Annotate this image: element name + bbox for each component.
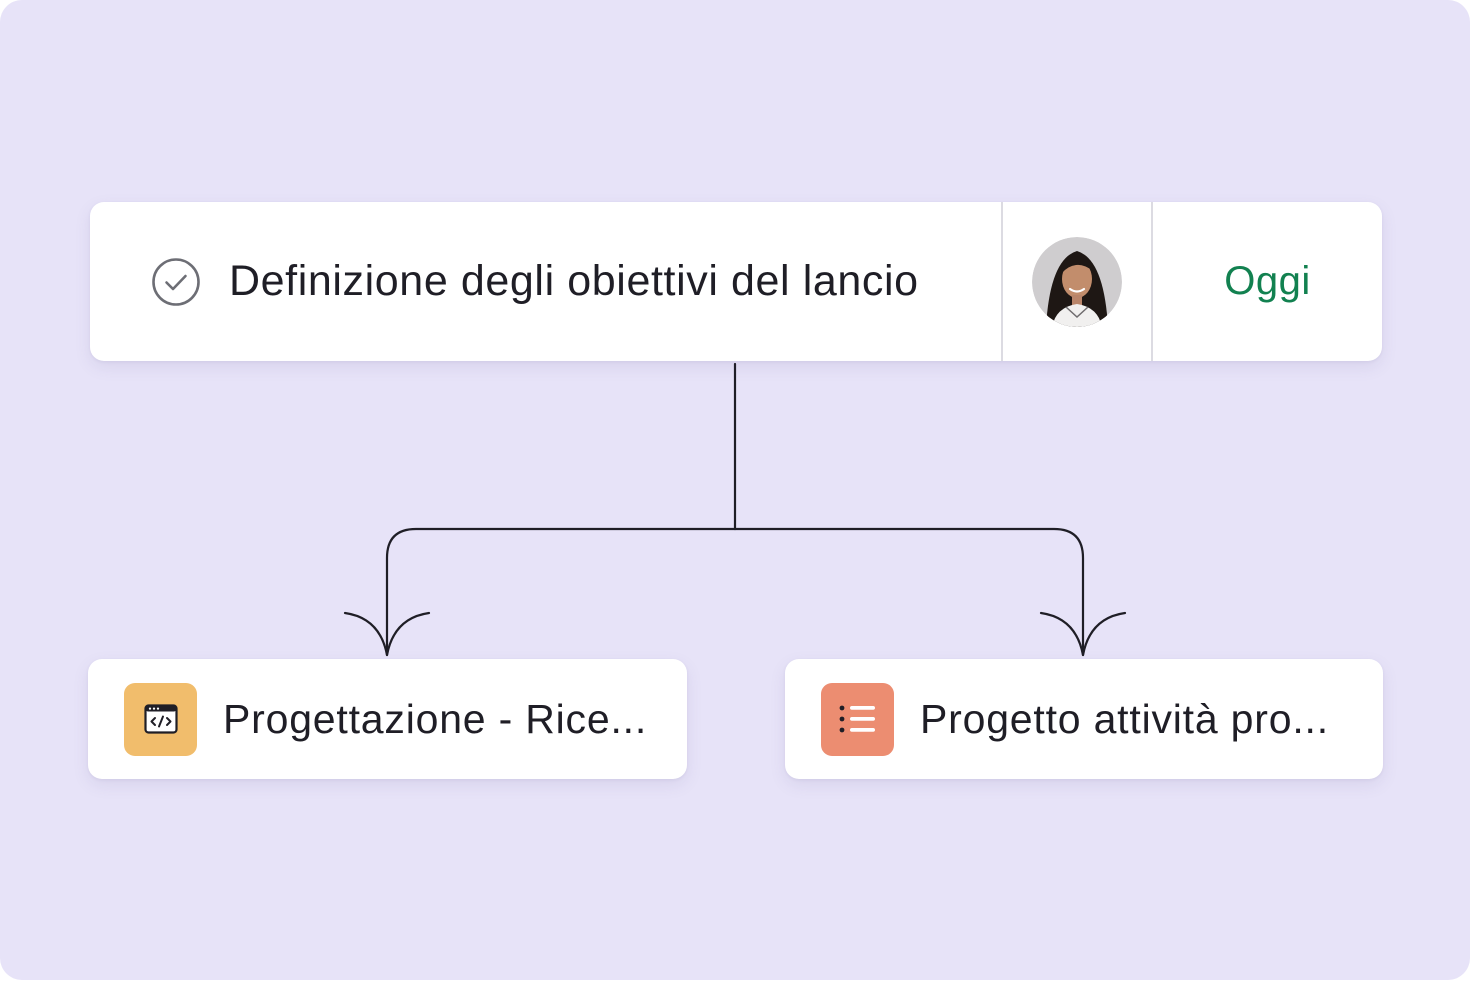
project-card-2[interactable]: Progetto attività pro... bbox=[785, 659, 1383, 779]
project-title: Progettazione - Rice... bbox=[223, 695, 648, 742]
column-divider bbox=[1001, 202, 1003, 361]
connector-branch-left bbox=[385, 527, 737, 657]
due-date-label: Oggi bbox=[1224, 259, 1311, 303]
task-main-cell[interactable]: Definizione degli obiettivi del lancio bbox=[90, 202, 1001, 361]
check-circle-icon[interactable] bbox=[151, 257, 201, 307]
arrowhead-right-icon bbox=[1039, 611, 1127, 657]
code-icon bbox=[124, 682, 197, 756]
connector-branch-right bbox=[733, 527, 1085, 657]
avatar[interactable] bbox=[1032, 236, 1122, 327]
column-divider bbox=[1151, 202, 1153, 361]
assignee-cell[interactable] bbox=[1003, 202, 1151, 361]
arrowhead-left-icon bbox=[343, 611, 431, 657]
project-card-1[interactable]: Progettazione - Rice... bbox=[88, 659, 687, 779]
task-title: Definizione degli obiettivi del lancio bbox=[229, 257, 919, 305]
list-icon bbox=[821, 682, 894, 756]
due-date-cell[interactable]: Oggi bbox=[1153, 202, 1382, 361]
task-card[interactable]: Definizione degli obiettivi del lancio bbox=[90, 202, 1382, 361]
project-title: Progetto attività pro... bbox=[920, 695, 1329, 742]
